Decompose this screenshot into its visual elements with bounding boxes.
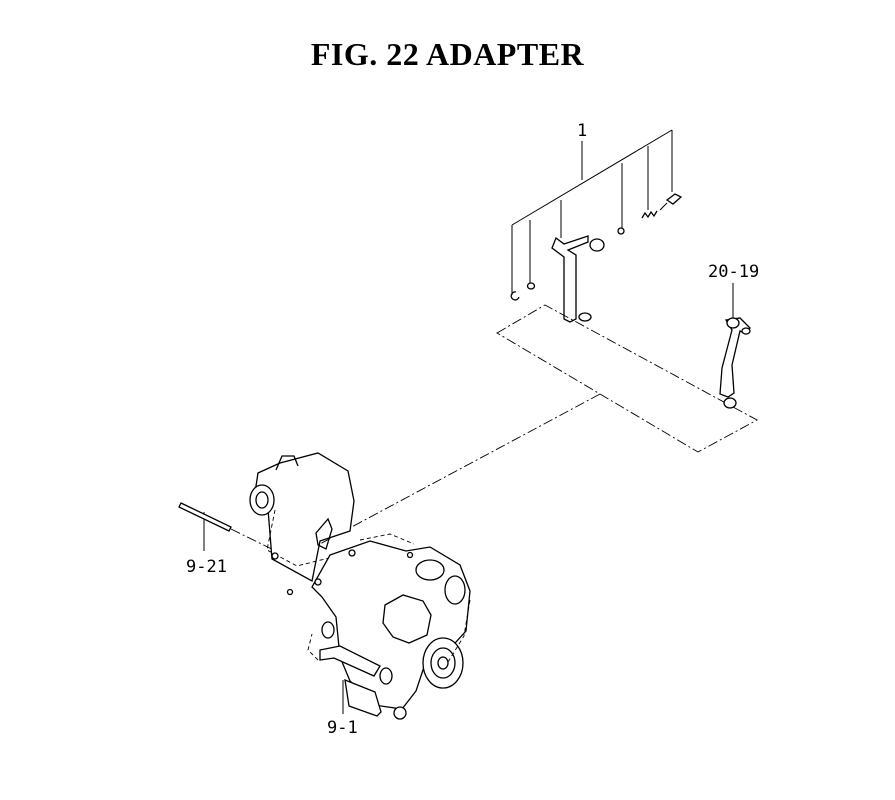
callout-label-1: 1 [577, 121, 587, 141]
crank-pulley [422, 637, 464, 689]
assembly-plane [289, 304, 758, 561]
snap-ring [510, 291, 520, 301]
callout-label-9-1: 9-1 [327, 718, 358, 738]
lever-20-19 [719, 283, 751, 409]
spring [641, 210, 658, 219]
figure-title: FIG. 22 ADAPTER [310, 36, 585, 72]
bolt [665, 193, 683, 205]
callout-label-9-21: 9-21 [186, 557, 227, 577]
gear-case [249, 452, 471, 720]
leader-kit-1 [511, 129, 673, 295]
governor-lever [551, 235, 589, 323]
kit-parts-1 [510, 193, 683, 323]
washer-right [617, 227, 625, 235]
washer [526, 282, 536, 290]
callout-label-20-19: 20-19 [708, 262, 759, 282]
